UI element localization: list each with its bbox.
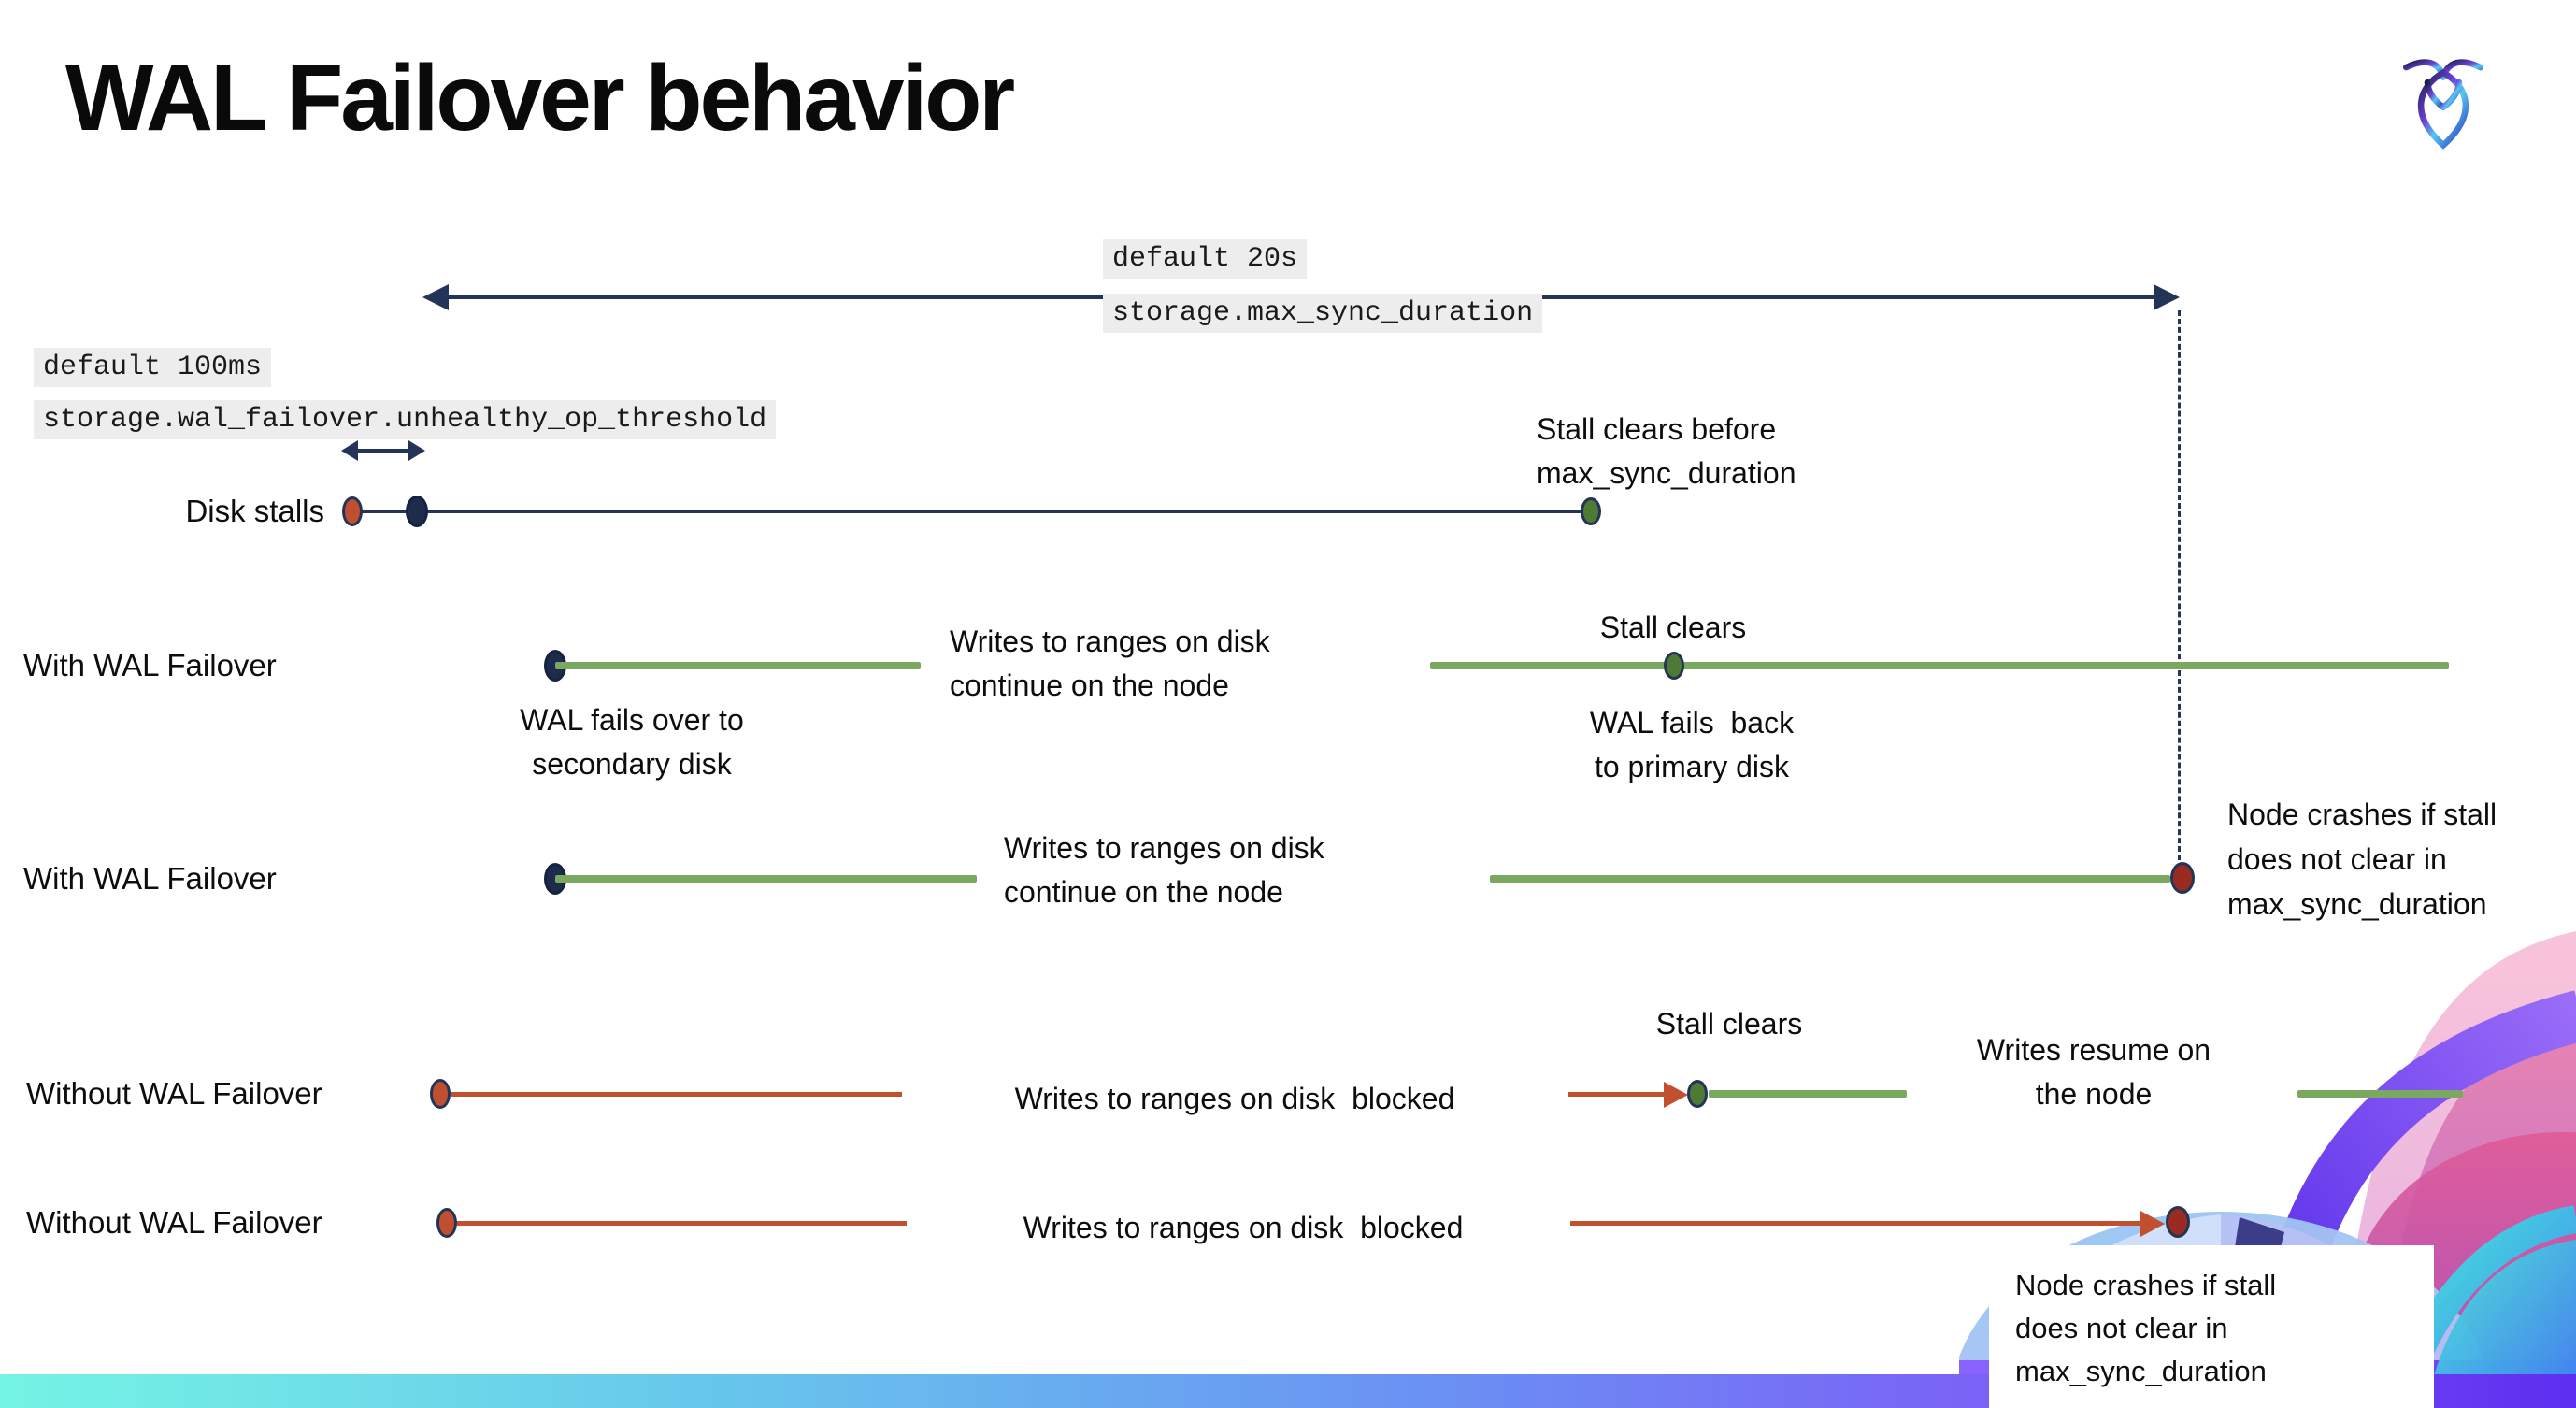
timeline-segment-red [451, 1092, 902, 1097]
page-title: WAL Failover behavior [65, 46, 1015, 151]
caption-writes-resume: Writes resume on the node [1976, 1033, 2211, 1111]
caption-writes-continue-1: Writes to ranges on disk continue on the… [950, 625, 1270, 702]
threshold-arrow-line [356, 449, 408, 453]
arrowhead-left-icon [422, 284, 449, 310]
caption-wal-fails-back: WAL fails back to primary disk [1589, 706, 1795, 783]
timeline-segment-navy [352, 510, 1591, 513]
timeline-segment-green [1709, 1090, 1907, 1098]
timeline-segment-green [2297, 1090, 2463, 1098]
red-arrowhead-icon [2140, 1211, 2165, 1237]
caption-wal-fails-over: WAL fails over to secondary disk [520, 703, 744, 781]
caption-writes-continue-2: Writes to ranges on disk continue on the… [1004, 831, 1324, 909]
stall-clear-dot [1581, 497, 1601, 525]
caption-stall-clears-2: Stall clears [1655, 1007, 1803, 1041]
stall-start-dot [436, 1208, 457, 1238]
failover-threshold-dot [406, 496, 428, 527]
caption-writes-blocked-1: Writes to ranges on disk blocked [1014, 1082, 1455, 1115]
red-arrowhead-icon [1664, 1082, 1688, 1108]
threshold-arrowhead-right-icon [408, 440, 425, 461]
row-label-with-wal-failover-1: With WAL Failover [23, 648, 277, 682]
stall-start-dot [342, 496, 363, 526]
caption-stall-clears-1: Stall clears [1599, 611, 1747, 644]
stall-clear-dot [1687, 1080, 1708, 1108]
stall-clear-dot [1664, 652, 1684, 680]
crash-dot [2170, 862, 2195, 894]
timeline-segment-red [457, 1221, 907, 1226]
row-label-disk-stalls: Disk stalls [185, 494, 324, 528]
timeline-segment-green [1490, 875, 2170, 883]
caption-node-crashes-1: Node crashes if stall does not clear in … [2227, 797, 2497, 921]
threshold-setting-label: storage.wal_failover.unhealthy_op_thresh… [34, 400, 777, 439]
crash-dot [2166, 1206, 2190, 1238]
timeline-segment-green [555, 662, 921, 669]
row-label-without-wal-failover-1: Without WAL Failover [26, 1076, 322, 1111]
caption-node-crashes-2: Node crashes if stall does not clear in … [2015, 1269, 2277, 1387]
max-sync-setting-label: storage.max_sync_duration [1103, 294, 1543, 333]
timeline-segment-green [555, 875, 977, 883]
caption-background-box [1989, 1245, 2434, 1408]
threshold-default-label: default 100ms [34, 348, 272, 387]
max-sync-default-label: default 20s [1103, 239, 1308, 279]
row-label-without-wal-failover-2: Without WAL Failover [26, 1205, 322, 1240]
row-label-with-wal-failover-2: With WAL Failover [23, 861, 277, 896]
timeline-segment-green [1430, 662, 2449, 669]
threshold-arrowhead-left-icon [341, 440, 358, 461]
arrowhead-right-icon [2154, 284, 2180, 310]
timeline-segment-red [1570, 1221, 2142, 1226]
stall-start-dot [430, 1079, 451, 1109]
caption-writes-blocked-2: Writes to ranges on disk blocked [1023, 1211, 1464, 1244]
cockroachdb-logo-icon [2402, 59, 2484, 150]
dashed-timeout-line [2178, 310, 2181, 860]
timeline-segment-red [1568, 1092, 1666, 1097]
caption-stall-clears-before: Stall clears before max_sync_duration [1537, 412, 1796, 490]
